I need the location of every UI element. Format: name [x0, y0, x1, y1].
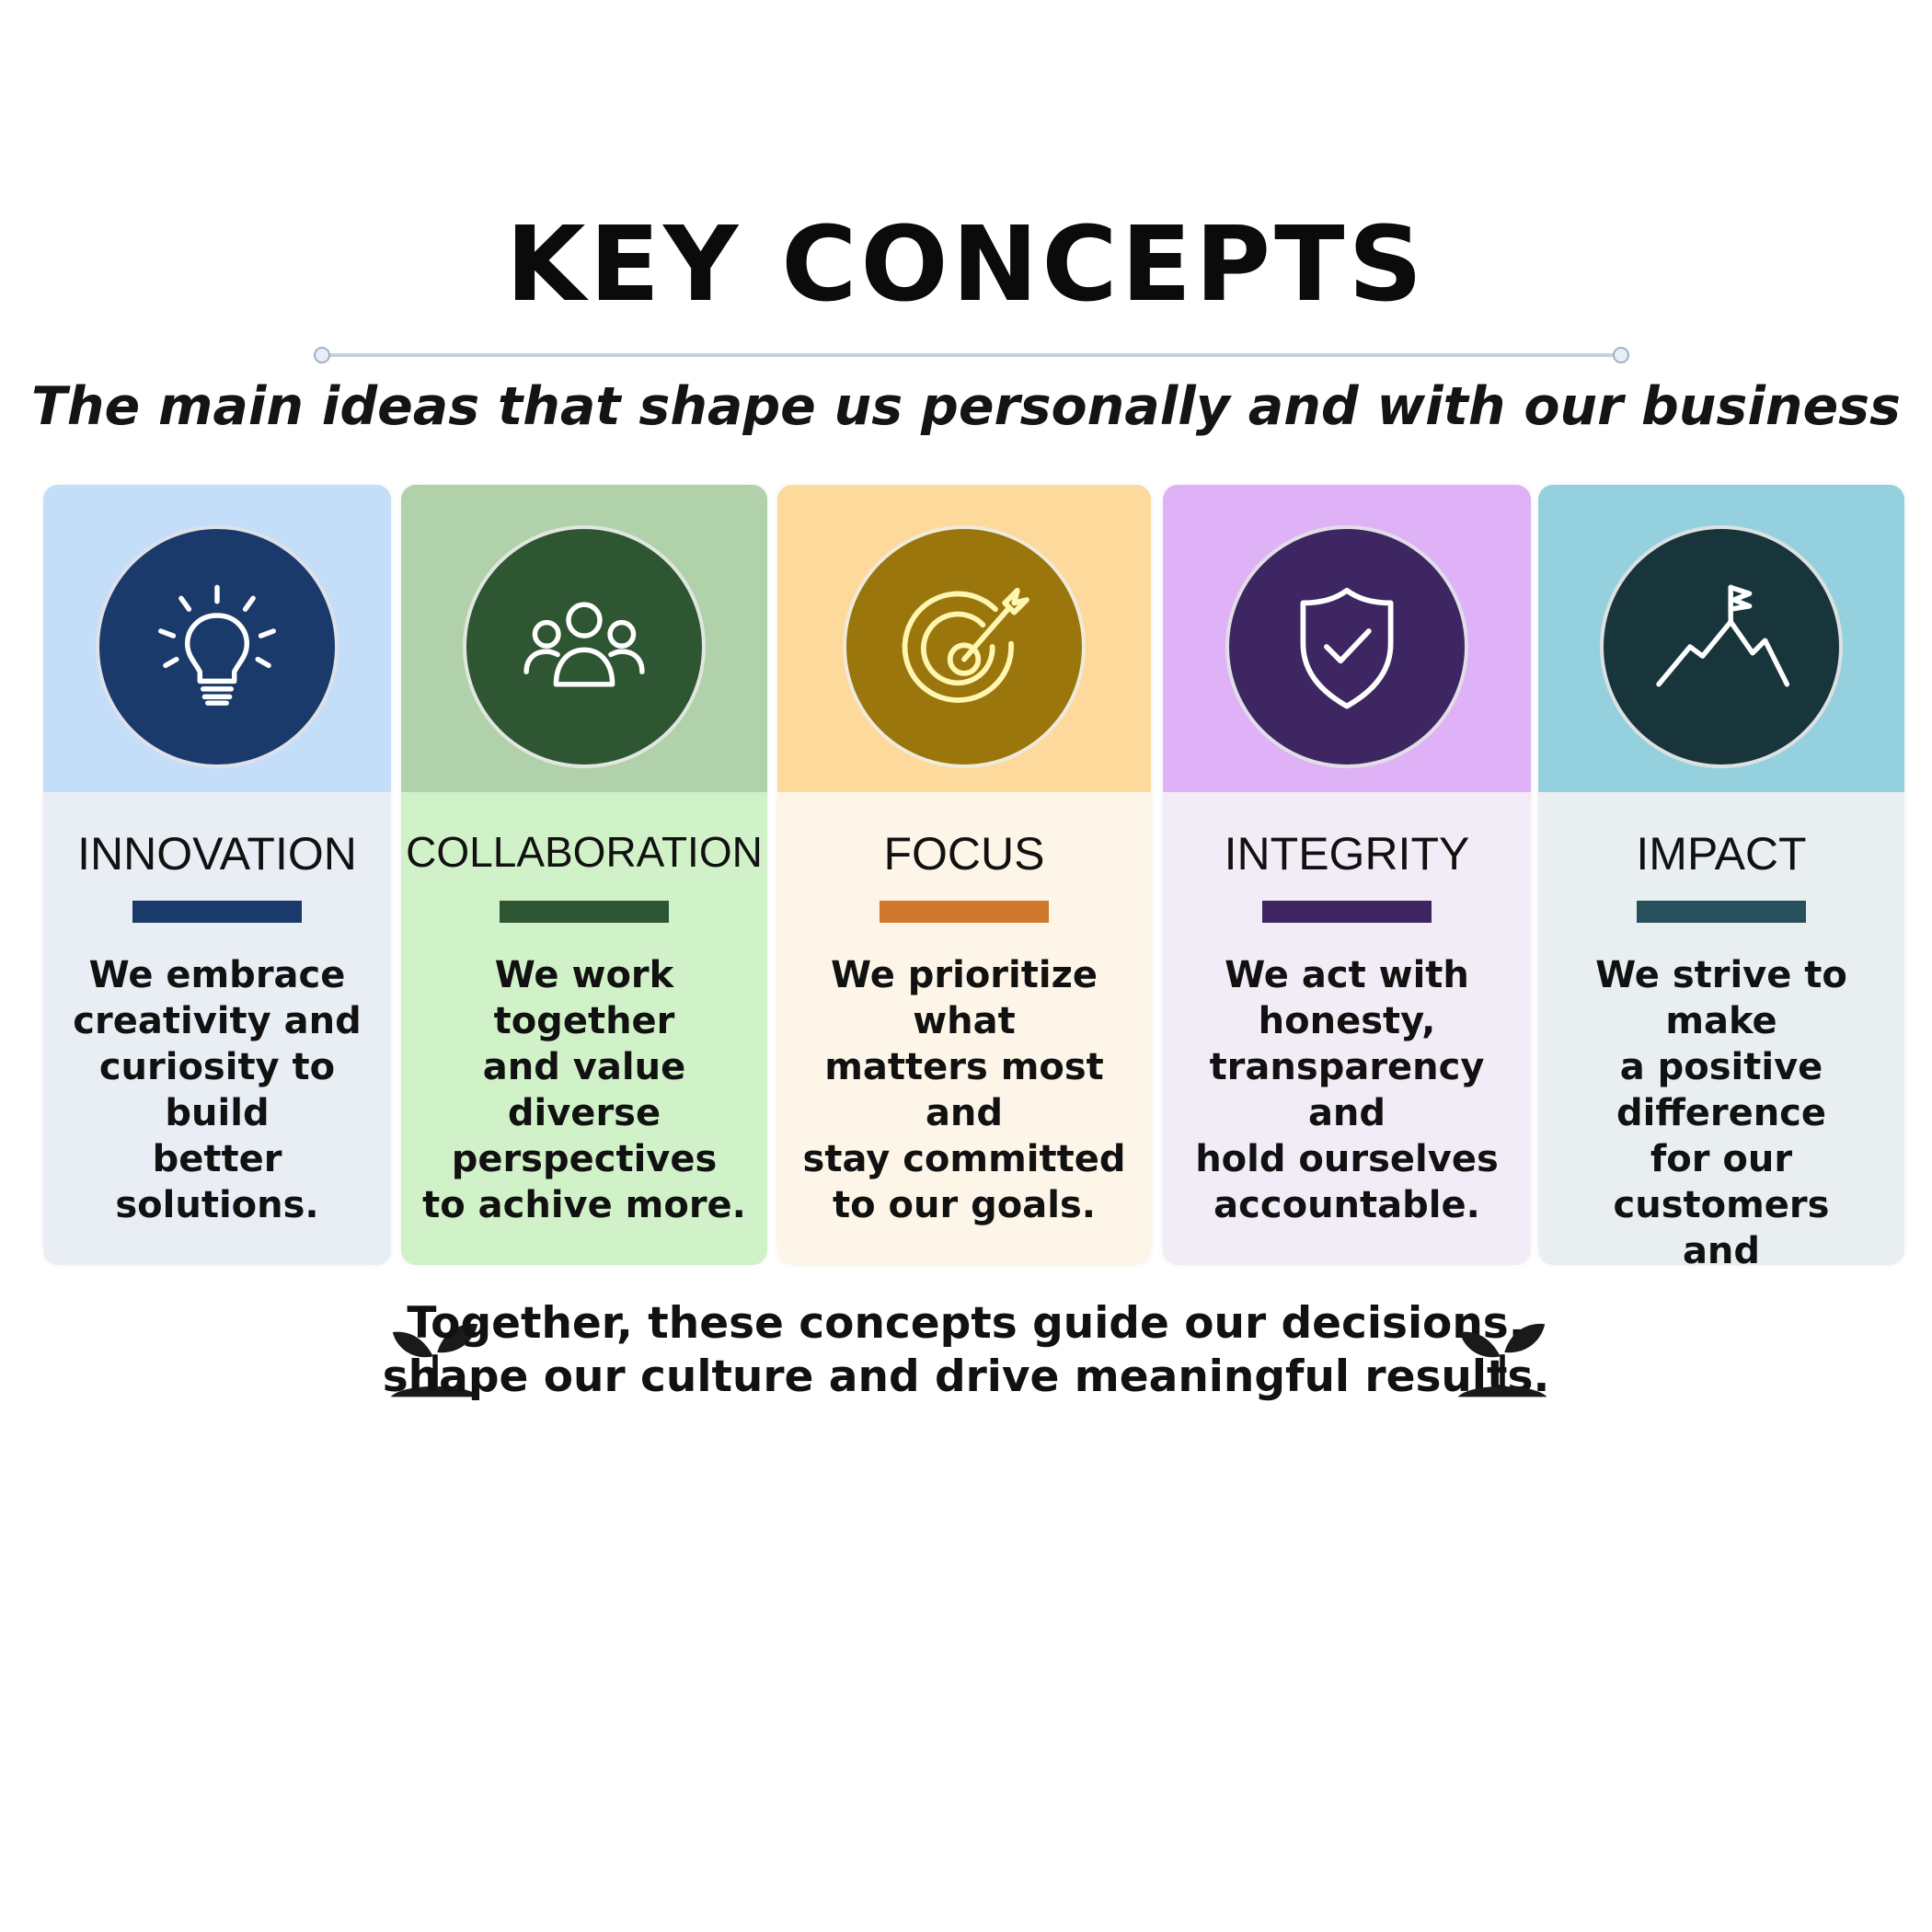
card-accent-bar	[132, 901, 302, 923]
card-description: We work together and value diverse persp…	[422, 954, 746, 1226]
card-title: COLLABORATION	[406, 828, 763, 876]
concept-card-innovation: INNOVATION We embrace creativity and cur…	[43, 485, 391, 1265]
card-description: We strive to make a positive difference …	[1595, 954, 1847, 1265]
sprout-icon	[390, 1323, 480, 1397]
card-title: INTEGRITY	[1224, 828, 1470, 880]
card-body-panel	[1538, 792, 1904, 1265]
mountain-flag-icon	[1600, 525, 1843, 768]
card-accent-bar	[500, 901, 669, 923]
target-icon	[843, 525, 1086, 768]
card-title: INNOVATION	[77, 828, 357, 880]
card-description: We prioritize what matters most and stay…	[802, 954, 1126, 1226]
concept-card-impact: IMPACT We strive to make a positive diff…	[1538, 485, 1904, 1265]
page-title: KEY CONCEPTS	[505, 205, 1427, 325]
card-description: We embrace creativity and curiosity to b…	[73, 954, 362, 1226]
card-title: FOCUS	[883, 828, 1045, 880]
card-accent-bar	[1637, 901, 1806, 923]
footer-statement: Together, these concepts guide our decis…	[382, 1298, 1550, 1402]
card-description: We act with honesty, transparency and ho…	[1195, 954, 1499, 1226]
concept-card-focus: FOCUS We prioritize what matters most an…	[777, 485, 1151, 1265]
card-accent-bar	[880, 901, 1049, 923]
shield-check-icon	[1225, 525, 1468, 768]
card-body-panel	[777, 792, 1151, 1265]
card-body-panel	[401, 792, 767, 1265]
card-accent-bar	[1262, 901, 1432, 923]
page-subtitle: The main ideas that shape us personally …	[31, 376, 1901, 437]
lightbulb-icon	[96, 525, 339, 768]
card-body-panel	[1163, 792, 1531, 1265]
concept-card-integrity: INTEGRITY We act with honesty, transpare…	[1163, 485, 1531, 1265]
title-divider	[314, 347, 1629, 363]
concept-card-collaboration: COLLABORATION We work together and value…	[401, 485, 767, 1265]
card-body-panel	[43, 792, 391, 1265]
sprout-icon	[1457, 1323, 1547, 1397]
card-title: IMPACT	[1636, 828, 1807, 880]
team-icon	[463, 525, 706, 768]
